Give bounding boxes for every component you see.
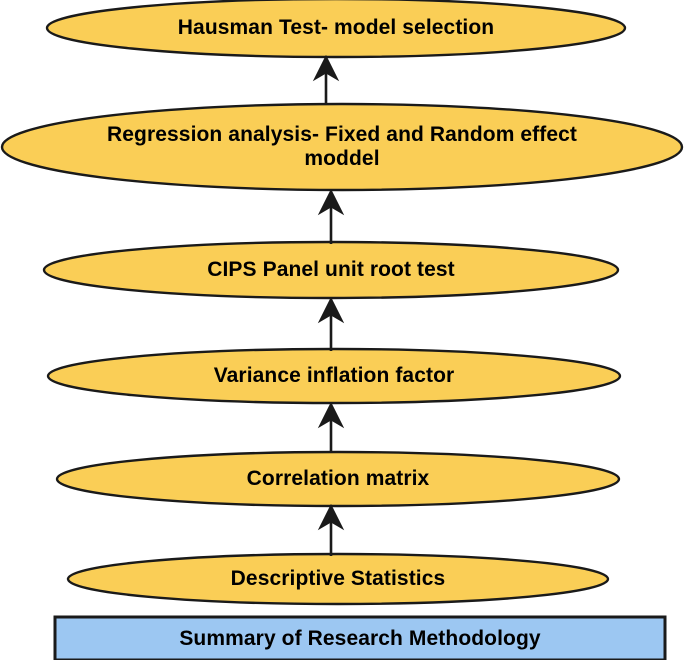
node-variance-inflation-factor[interactable] xyxy=(46,347,622,405)
arrow-regression-to-hausman xyxy=(312,54,340,105)
node-summary-of-research-methodology[interactable] xyxy=(53,615,667,660)
node-regression-analysis[interactable] xyxy=(0,102,684,192)
node-cips-panel-unit-root-test[interactable] xyxy=(42,240,620,300)
node-correlation-matrix[interactable] xyxy=(55,450,621,508)
node-hausman-test[interactable] xyxy=(45,0,627,59)
arrow-cips-to-regression xyxy=(317,188,345,244)
node-descriptive-statistics[interactable] xyxy=(66,552,610,606)
arrow-descriptive-to-correlation xyxy=(317,503,345,556)
arrow-vif-to-cips xyxy=(317,296,345,351)
arrow-correlation-to-vif xyxy=(317,401,345,453)
